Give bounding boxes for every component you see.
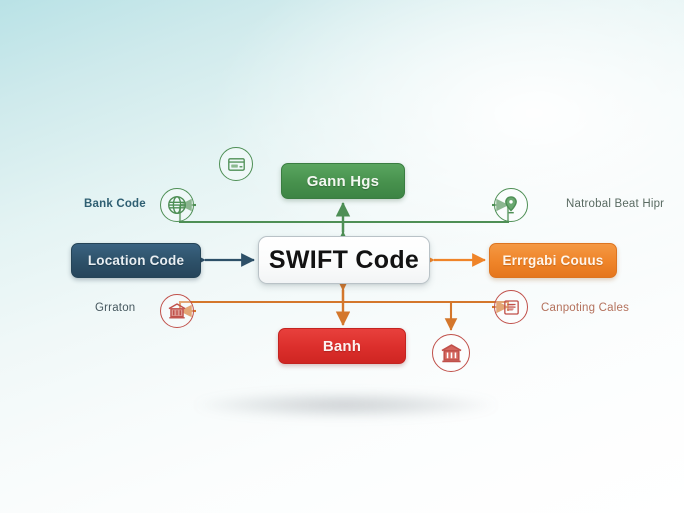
node-gann-hgs[interactable]: Gann Hgs (281, 163, 405, 199)
label-bank-code: Bank Code (84, 198, 146, 210)
diagram-ground-shadow (196, 392, 496, 418)
label-company-code: Canpoting Cales (541, 302, 630, 314)
node-location-code[interactable]: Location Code (71, 243, 201, 278)
label-national-id: Natrobal Beat Hipr (566, 198, 665, 210)
bank-building-icon (432, 334, 470, 372)
label-grraton: Grraton (95, 302, 136, 314)
node-bank[interactable]: Banh (278, 328, 406, 364)
node-branch-code[interactable]: Errrgabi Couus (489, 243, 617, 278)
location-pin-icon (494, 188, 528, 222)
globe-icon (160, 188, 194, 222)
card-icon (219, 147, 253, 181)
swift-code-node[interactable]: SWIFT Code (258, 236, 430, 284)
bank-building-icon (160, 294, 194, 328)
document-icon (494, 290, 528, 324)
